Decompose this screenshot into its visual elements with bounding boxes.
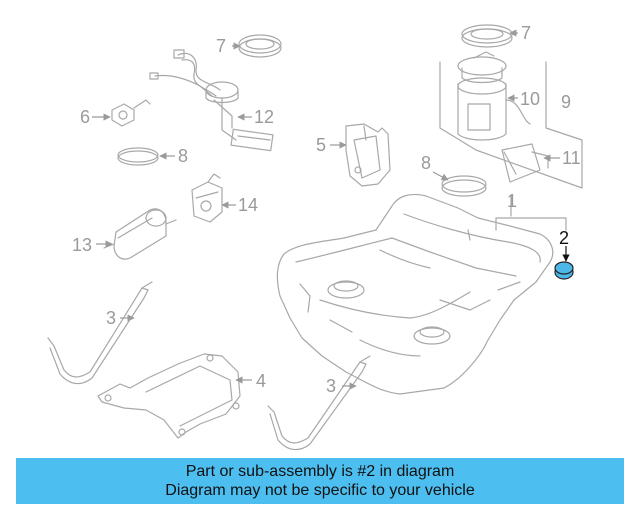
callout-12: 12 [254,107,275,127]
banner-line-part-number: Part or sub-assembly is #2 in diagram [185,463,455,480]
callout-2-highlighted: 2 [559,228,570,248]
fuel-pump-part [439,51,583,189]
callout-7-ring: 7 [521,23,532,43]
seal-part [441,175,487,197]
callout-10: 10 [520,89,541,109]
callout-11: 11 [562,148,581,168]
callout-14: 14 [238,195,259,215]
callout-8: 8 [421,153,432,173]
callout-8: 8 [178,146,189,166]
lock-ring-part [238,34,282,58]
fuel-tank-part [276,193,554,395]
callout-6: 6 [80,107,91,127]
bracket-part [345,123,391,187]
callout-5: 5 [316,135,327,155]
valve-part [191,173,223,223]
callout-7-ring: 7 [216,36,227,56]
banner-line-disclaimer: Diagram may not be specific to your vehi… [165,482,475,499]
callout-13: 13 [72,235,93,255]
highlighted-cap-part [554,246,574,280]
callout-1: 1 [507,191,518,211]
connector-part [111,99,151,127]
strainer-part [501,143,549,183]
callout-9: 9 [561,92,572,112]
strap-part [267,355,371,451]
info-banner: Part or sub-assembly is #2 in diagram Di… [16,458,624,504]
callout-3-strap: 3 [106,308,117,328]
callout-4: 4 [256,371,267,391]
lock-ring-part [461,24,513,48]
seal-part [117,147,159,166]
heat-shield-part [97,353,241,439]
fuel-filter-part [103,208,177,260]
callout-arrows [92,29,560,390]
sending-unit-part [149,49,274,152]
strap-part [47,281,153,385]
callout-3-strap: 3 [326,376,337,396]
